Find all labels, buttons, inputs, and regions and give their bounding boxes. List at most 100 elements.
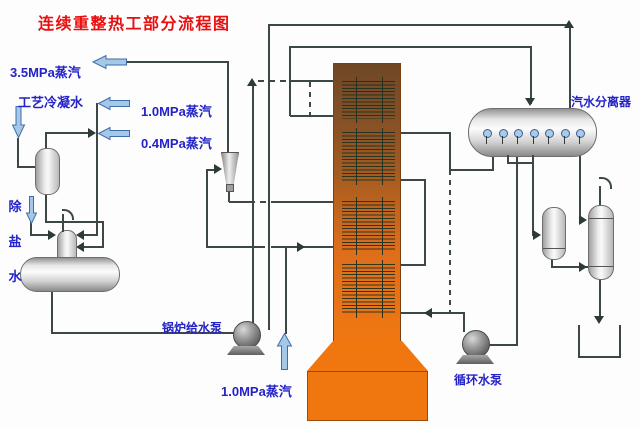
- flow-arrowhead-down-tank: [594, 316, 604, 324]
- line-flashpot-vapor: [45, 132, 92, 134]
- flow-arrowhead-up-steamout: [564, 20, 574, 28]
- label-steam-1-0mpa: 1.0MPa蒸汽: [141, 104, 212, 119]
- line-vesselB-bottom: [599, 278, 601, 318]
- flow-arrowhead-left-column-lower: [76, 242, 84, 252]
- line-condensate-drop: [17, 138, 19, 168]
- line-demin-drop: [30, 222, 32, 236]
- label-steam-0-4mpa: 0.4MPa蒸汽: [141, 136, 212, 151]
- line-rotameter-drain: [228, 190, 230, 202]
- label-boiler-feed-pump: 锅炉给水泵: [162, 321, 223, 335]
- flow-arrowhead-right-coil3: [297, 242, 305, 252]
- line-drum-to-vesselA: [532, 152, 534, 236]
- furnace-flare-section: [307, 341, 428, 371]
- vessel-b-vent-hook: [599, 177, 612, 189]
- boiler-feed-pump: [233, 321, 261, 349]
- deaerator-drum: [20, 257, 120, 292]
- line-vesselB-vent: [599, 186, 601, 206]
- line-coil3-feed-a: [207, 246, 265, 248]
- line-coil-jumper: [424, 179, 426, 266]
- label-steam-1-0mpa-bottom: 1.0MPa蒸汽: [221, 384, 292, 399]
- line-circpump-riser: [463, 312, 465, 332]
- separator-nozzle-2: [499, 129, 508, 138]
- line-econ-to-drum: [290, 46, 532, 48]
- line-drum-to-vesselB: [579, 152, 581, 221]
- line-flashpot-bottom: [45, 193, 47, 223]
- flow-arrowhead-right-AtoB: [579, 262, 587, 272]
- condensate-flash-pot: [35, 148, 60, 195]
- reformer-furnace-column: [333, 63, 401, 342]
- line-coil2-coil4-a: [393, 179, 426, 181]
- furnace-firebox: [307, 371, 428, 421]
- separator-nozzle-1: [483, 129, 492, 138]
- deaerator-vent-riser: [62, 214, 64, 232]
- line-steam10-riser: [285, 246, 287, 334]
- line-drum-bottom-riser: [492, 150, 494, 171]
- flow-arrowhead-left-column-upper: [76, 230, 84, 240]
- flow-arrowhead-right-rotameter: [214, 164, 222, 174]
- flow-arrowhead-right-vapor: [88, 128, 96, 138]
- line-vesselA-to-B: [552, 266, 588, 268]
- flow-arrowhead-right-column: [48, 230, 56, 240]
- line-coil2-drop: [449, 132, 451, 171]
- flow-arrowhead-right-vesselA: [533, 230, 541, 240]
- label-circulating-water-pump: 循环水泵: [454, 373, 503, 387]
- flow-meter-rotameter: [221, 152, 239, 186]
- rotameter-outlet-nub: [226, 184, 234, 192]
- line-steam35-header: [127, 61, 228, 63]
- label-demin-char-2: 盐: [8, 234, 22, 249]
- line-coil1-in: [292, 80, 341, 82]
- deaerator-column: [57, 230, 77, 260]
- deaerator-vent-hook: [62, 209, 74, 220]
- line-drain-drop: [102, 221, 104, 248]
- line-dashed-coil1: [309, 82, 311, 116]
- separator-nozzle-4: [530, 129, 539, 138]
- flow-arrowhead-down-drum: [525, 98, 535, 106]
- boiler-feed-pump-base: [227, 346, 265, 355]
- line-to-drum-bottom: [450, 169, 494, 171]
- line-circ-suction: [489, 344, 518, 346]
- furnace-coil-bundle-3: [342, 197, 395, 255]
- condensate-inlet-arrow-icon: [11, 106, 26, 139]
- line-vesselA-bottom: [551, 258, 553, 268]
- circulating-water-pump: [462, 330, 490, 358]
- diagram-title: 连续重整热工部分流程图: [38, 16, 231, 33]
- line-coil3-feed-b: [271, 246, 341, 248]
- line-rotameter-top-riser: [227, 61, 229, 152]
- line-demin-in: [31, 234, 49, 236]
- line-col-inlet-lower: [84, 246, 104, 248]
- steam10-bottom-arrow-icon: [276, 332, 293, 370]
- line-coil3-b: [276, 201, 341, 203]
- furnace-coil-bundle-2: [342, 128, 395, 185]
- circulating-water-pump-base: [456, 355, 494, 364]
- steam10-inlet-arrow-icon: [97, 96, 130, 111]
- label-steam-3-5mpa: 3.5MPa蒸汽: [10, 65, 81, 80]
- line-coil1-out: [290, 115, 341, 117]
- label-demin-water: 除 盐 水: [6, 196, 24, 301]
- line-steam-mix-drop: [96, 103, 98, 236]
- line-econ-riser: [289, 46, 291, 116]
- line-deaerator-out: [51, 289, 53, 334]
- separator-bracket: [507, 155, 534, 164]
- steam35-export-arrow-icon: [91, 54, 127, 70]
- line-flashpot-drain: [46, 221, 104, 223]
- line-drum-steam-riser: [569, 24, 571, 109]
- line-separator-steam-drop: [268, 24, 270, 330]
- line-coil3-a-dash: [249, 201, 276, 203]
- label-demin-char-1: 除: [8, 199, 22, 214]
- line-condensate-in: [18, 166, 37, 168]
- furnace-coil-bundle-1: [342, 77, 395, 123]
- line-dashed-bypass: [449, 170, 451, 313]
- flow-arrowhead-up-coil1: [247, 78, 257, 86]
- label-demin-char-3: 水: [8, 269, 22, 284]
- line-rotameter-branch: [206, 169, 208, 248]
- line-rotameter-in: [207, 169, 216, 171]
- demin-water-arrow-icon: [25, 196, 38, 225]
- line-coil2-coil4-b: [393, 264, 426, 266]
- flow-arrowhead-right-vesselB: [579, 215, 587, 225]
- line-col-inlet-upper: [84, 234, 98, 236]
- blowdown-vessel-b: [588, 205, 614, 280]
- separator-nozzle-7: [576, 129, 585, 138]
- line-coil2-out: [393, 132, 451, 134]
- furnace-coil-bundle-4: [342, 260, 395, 318]
